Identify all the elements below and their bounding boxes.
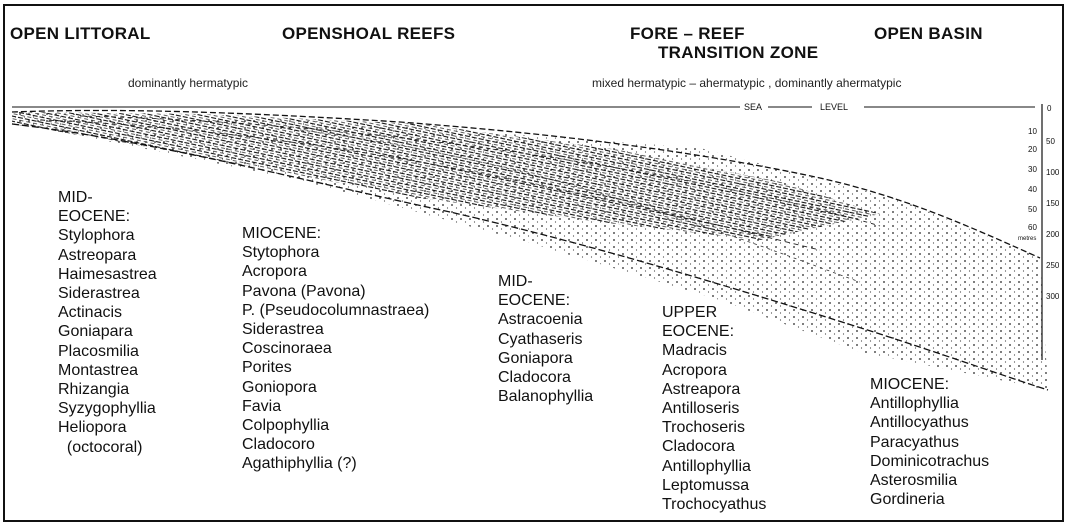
depth-inner-10: 10 [1028, 127, 1037, 136]
depth-outer-100: 100 [1046, 168, 1060, 177]
genus-name: Antillocyathus [870, 413, 989, 432]
depth-inner-40: 40 [1028, 185, 1037, 194]
genus-name: Coscinoraea [242, 339, 429, 358]
era-label: EOCENE: [58, 207, 157, 226]
genus-name: Stylophora [58, 226, 157, 245]
genus-name: Stytophora [242, 243, 429, 262]
era-label: MIOCENE: [870, 375, 989, 394]
genus-name: Antilloseris [662, 399, 766, 418]
genus-name: Antillophyllia [662, 457, 766, 476]
genus-name: Astracoenia [498, 310, 593, 329]
genus-name: Placosmilia [58, 342, 157, 361]
genus-name: Balanophyllia [498, 387, 593, 406]
genus-name: Cladocoro [242, 435, 429, 454]
depth-outer-ticks: 0 50 100 150 200 250 300 [1046, 104, 1060, 301]
depth-outer-200: 200 [1046, 230, 1060, 239]
depth-unit: metres [1018, 236, 1036, 242]
genus-name: Colpophyllia [242, 416, 429, 435]
genus-name: Acropora [662, 361, 766, 380]
genus-name: Acropora [242, 262, 429, 281]
depth-outer-300: 300 [1046, 292, 1060, 301]
genus-name: Leptomussa [662, 476, 766, 495]
level-label: LEVEL [820, 102, 848, 112]
genus-name: Asterosmilia [870, 471, 989, 490]
genus-name: Gordineria [870, 490, 989, 509]
depth-outer-250: 250 [1046, 261, 1060, 270]
genus-name: Antillophyllia [870, 394, 989, 413]
genus-name: Agathiphyllia (?) [242, 454, 429, 473]
depth-inner-50: 50 [1028, 205, 1037, 214]
genus-name: Cladocora [662, 437, 766, 456]
era-label: EOCENE: [662, 322, 766, 341]
genus-name: Heliopora [58, 418, 157, 437]
genus-name: P. (Pseudocolumnastraea) [242, 301, 429, 320]
genus-name: Rhizangia [58, 380, 157, 399]
era-label: MID- [58, 188, 157, 207]
depth-inner-ticks: 10 20 30 40 50 60 metres [1018, 127, 1037, 242]
genus-name: Astreopara [58, 246, 157, 265]
genus-name: (octocoral) [58, 438, 157, 457]
depth-outer-50: 50 [1046, 137, 1055, 146]
genus-name: Actinacis [58, 303, 157, 322]
era-label: UPPER [662, 303, 766, 322]
genus-name: Astreapora [662, 380, 766, 399]
genus-name: Haimesastrea [58, 265, 157, 284]
genus-name: Goniopora [242, 378, 429, 397]
era-label: MIOCENE: [242, 224, 429, 243]
genus-name: Trochoseris [662, 418, 766, 437]
genus-name: Favia [242, 397, 429, 416]
era-label: EOCENE: [498, 291, 593, 310]
genus-name: Siderastrea [58, 284, 157, 303]
genus-name: Syzygophyllia [58, 399, 157, 418]
genus-name: Paracyathus [870, 433, 989, 452]
genus-name: Porites [242, 358, 429, 377]
genus-name: Goniapora [498, 349, 593, 368]
era-label: MID- [498, 272, 593, 291]
genus-name: Montastrea [58, 361, 157, 380]
genus-name: Siderastrea [242, 320, 429, 339]
genus-name: Cyathaseris [498, 330, 593, 349]
genus-name: Pavona (Pavona) [242, 282, 429, 301]
depth-outer-150: 150 [1046, 199, 1060, 208]
genus-name: Dominicotrachus [870, 452, 989, 471]
sea-label: SEA [744, 102, 762, 112]
depth-outer-0: 0 [1047, 104, 1052, 113]
depth-inner-60: 60 [1028, 223, 1037, 232]
depth-inner-30: 30 [1028, 165, 1037, 174]
genus-name: Goniapara [58, 322, 157, 341]
depth-inner-20: 20 [1028, 145, 1037, 154]
genus-name: Madracis [662, 341, 766, 360]
genus-name: Trochocyathus [662, 495, 766, 514]
genus-name: Cladocora [498, 368, 593, 387]
